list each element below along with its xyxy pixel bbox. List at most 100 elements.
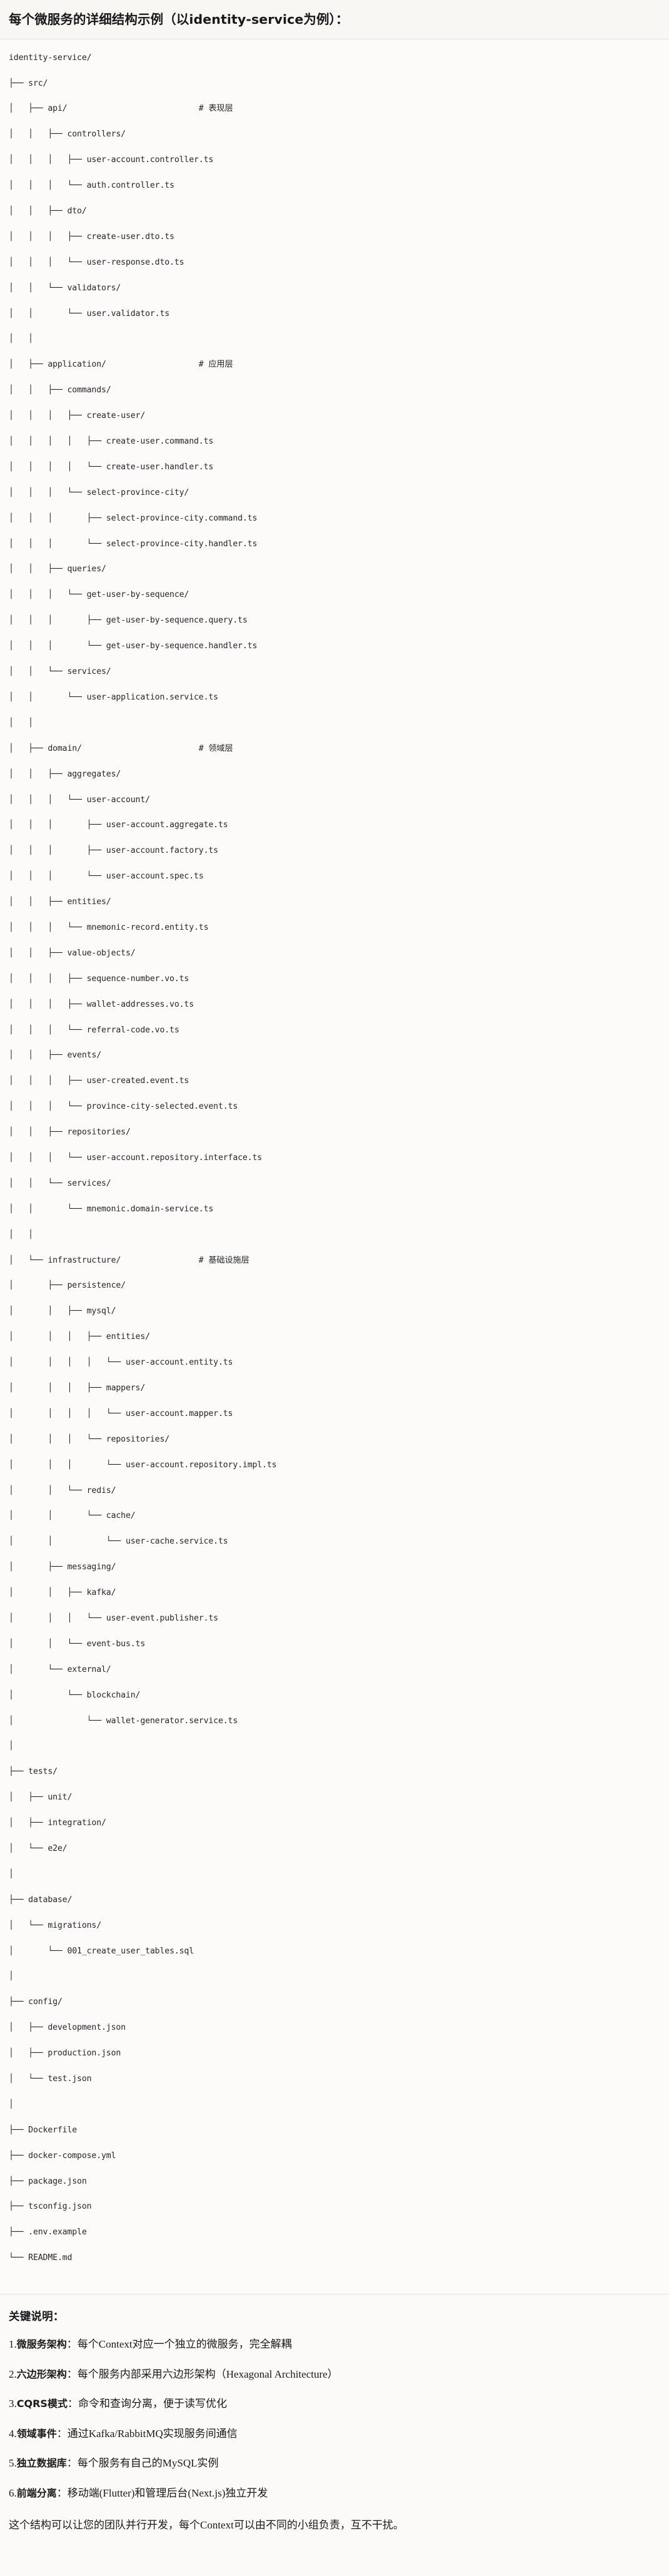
tree-line: │ │: [9, 334, 33, 344]
tree-line: │ │ └── user.validator.ts: [9, 308, 170, 318]
key-note-term: 独立数据库: [16, 2457, 67, 2470]
tree-line: │ │ │ └── repositories/: [9, 1434, 170, 1444]
key-notes-list: 1.微服务架构：每个Context对应一个独立的微服务，完全解耦 2.六边形架构：…: [9, 2336, 660, 2501]
tree-line: ├── tsconfig.json: [9, 2202, 92, 2212]
tree-line: │ │ ├── mysql/: [9, 1306, 116, 1316]
tree-line: │ │ └── redis/: [9, 1485, 116, 1495]
tree-line: │ │ │ ├── user-account.factory.ts: [9, 846, 218, 856]
tree-line: │ │ │ └── auth.controller.ts: [9, 181, 174, 191]
tree-line: │: [9, 1869, 14, 1879]
key-note-term: 微服务架构: [16, 2338, 67, 2351]
tree-line: │ │ └── user-cache.service.ts: [9, 1537, 228, 1547]
tree-line: │ ├── integration/: [9, 1818, 106, 1828]
directory-tree-block: identity-service/ ├── src/ │ ├── api/ # …: [0, 39, 669, 2295]
tree-line: │ │: [9, 1229, 33, 1240]
tree-line: │ │ │ └── province-city-selected.event.t…: [9, 1102, 238, 1112]
key-note-number: 5.: [9, 2457, 17, 2470]
key-notes-block: 关键说明： 1.微服务架构：每个Context对应一个独立的微服务，完全解耦 2.…: [0, 2294, 669, 2551]
tree-line: │ │ │ └── select-province-city/: [9, 487, 189, 497]
tree-line: │ │ └── validators/: [9, 283, 121, 293]
tree-line: │ │ │ ├── user-account.controller.ts: [9, 155, 214, 165]
directory-tree: identity-service/ ├── src/ │ ├── api/ # …: [9, 52, 660, 2278]
tree-line: │ │ │ └── user-account.repository.interf…: [9, 1153, 263, 1163]
tree-line: │ │ │ └── user-response.dto.ts: [9, 257, 184, 267]
page-title: 每个微服务的详细结构示例（以identity-service为例）：: [9, 12, 349, 27]
key-note-item: 6.前端分离：移动端(Flutter)和管理后台(Next.js)独立开发: [9, 2485, 660, 2502]
tree-line: │ │ │ ├── sequence-number.vo.ts: [9, 974, 189, 984]
tree-line: ├── Dockerfile: [9, 2125, 78, 2135]
tree-line: │ └── blockchain/: [9, 1690, 141, 1700]
key-note-description: 移动端(Flutter)和管理后台(Next.js)独立开发: [67, 2487, 268, 2499]
tree-line: │ │ │ └── referral-code.vo.ts: [9, 1025, 179, 1035]
tree-line: │ │ ├── kafka/: [9, 1588, 116, 1598]
tree-line: │ │ │ └── user-account/: [9, 795, 150, 805]
key-note-number: 3.: [9, 2398, 17, 2410]
tree-line: ├── database/: [9, 1895, 73, 1905]
tree-line: ├── docker-compose.yml: [9, 2151, 116, 2161]
tree-line: │ │ │ ├── wallet-addresses.vo.ts: [9, 999, 194, 1009]
title-band: 每个微服务的详细结构示例（以identity-service为例）：: [0, 0, 669, 39]
tree-line: │ │ ├── entities/: [9, 897, 111, 907]
tree-line: │ │ │ └── get-user-by-sequence/: [9, 590, 189, 600]
key-note-description: 每个服务有自己的MySQL实例: [77, 2457, 219, 2470]
key-notes-heading: 关键说明：: [9, 2311, 64, 2324]
key-note-term: 领域事件: [16, 2427, 57, 2440]
key-note-term: CQRS模式: [16, 2398, 68, 2410]
tree-line: │ ├── unit/: [9, 1793, 73, 1803]
key-note-separator: ：: [56, 2487, 68, 2499]
tree-line: │ │ ├── queries/: [9, 564, 106, 574]
tree-line: │ │ └── services/: [9, 1178, 111, 1188]
tree-line: │ ├── messaging/: [9, 1562, 116, 1572]
key-note-separator: ：: [66, 2457, 78, 2470]
key-note-item: 2.六边形架构：每个服务内部采用六边形架构（Hexagonal Architec…: [9, 2366, 660, 2383]
tree-line: │: [9, 2099, 14, 2109]
tree-line: │ │ │ └── get-user-by-sequence.handler.t…: [9, 641, 258, 651]
tree-line: │ │ └── cache/: [9, 1511, 136, 1521]
key-note-item: 3.CQRS模式：命令和查询分离，便于读写优化: [9, 2396, 660, 2412]
key-note-separator: ：: [56, 2427, 68, 2440]
key-note-item: 4.领域事件：通过Kafka/RabbitMQ实现服务间通信: [9, 2426, 660, 2442]
tree-line: │ │ ├── aggregates/: [9, 769, 121, 779]
tree-line: │ │ ├── controllers/: [9, 130, 126, 140]
tree-line: │ │ └── event-bus.ts: [9, 1639, 146, 1649]
key-note-item: 1.微服务架构：每个Context对应一个独立的微服务，完全解耦: [9, 2336, 660, 2353]
key-note-separator: ：: [66, 2338, 78, 2351]
tree-line: │ │ │ └── user-account.repository.impl.t…: [9, 1460, 277, 1470]
tree-line: │ │ │ │ └── user-account.entity.ts: [9, 1358, 233, 1368]
tree-line: │ │ │ ├── user-account.aggregate.ts: [9, 820, 228, 830]
tree-line: │ ├── domain/ # 领域层: [9, 743, 233, 753]
tree-line: │ └── 001_create_user_tables.sql: [9, 1946, 194, 1956]
tree-line: │ └── test.json: [9, 2074, 92, 2084]
tree-line: │ │: [9, 718, 33, 728]
tree-line: │ │ │ └── user-event.publisher.ts: [9, 1614, 218, 1623]
key-note-separator: ：: [66, 2368, 78, 2380]
closing-paragraph: 这个结构可以让您的团队并行开发，每个Context可以由不同的小组负责，互不干扰…: [9, 2519, 404, 2532]
tree-line: ├── src/: [9, 78, 48, 88]
tree-line: │ │ │ ├── select-province-city.command.t…: [9, 513, 258, 523]
tree-line: │ │ │ │ ├── create-user.command.ts: [9, 437, 214, 447]
key-note-term: 前端分离: [16, 2487, 57, 2499]
tree-line: identity-service/: [9, 53, 92, 63]
tree-line: │ │ │ ├── create-user.dto.ts: [9, 232, 174, 242]
tree-line: │ │ │ └── select-province-city.handler.t…: [9, 539, 258, 549]
tree-line: │ │ │ ├── user-created.event.ts: [9, 1076, 189, 1086]
directory-tree-text: identity-service/ ├── src/ │ ├── api/ # …: [9, 52, 660, 2265]
tree-line: │ └── migrations/: [9, 1920, 102, 1930]
tree-line: │ │ │ │ └── user-account.mapper.ts: [9, 1408, 233, 1418]
key-note-description: 每个服务内部采用六边形架构（Hexagonal Architecture）: [77, 2368, 338, 2380]
tree-line: │ └── external/: [9, 1664, 111, 1674]
tree-line: │ ├── application/ # 应用层: [9, 360, 233, 370]
tree-line: │: [9, 1741, 14, 1751]
tree-line: │ │ │ │ └── create-user.handler.ts: [9, 462, 214, 472]
tree-line: │ │ │ ├── create-user/: [9, 411, 146, 421]
key-note-number: 4.: [9, 2427, 17, 2440]
tree-line: │ └── e2e/: [9, 1844, 68, 1854]
tree-line: └── README.md: [9, 2253, 73, 2263]
key-note-item: 5.独立数据库：每个服务有自己的MySQL实例: [9, 2455, 660, 2472]
tree-line: ├── .env.example: [9, 2227, 87, 2237]
key-note-description: 命令和查询分离，便于读写优化: [78, 2398, 227, 2410]
tree-line: │ │ ├── commands/: [9, 385, 111, 395]
tree-line: │ │ │ ├── mappers/: [9, 1383, 146, 1393]
key-note-separator: ：: [67, 2398, 78, 2410]
